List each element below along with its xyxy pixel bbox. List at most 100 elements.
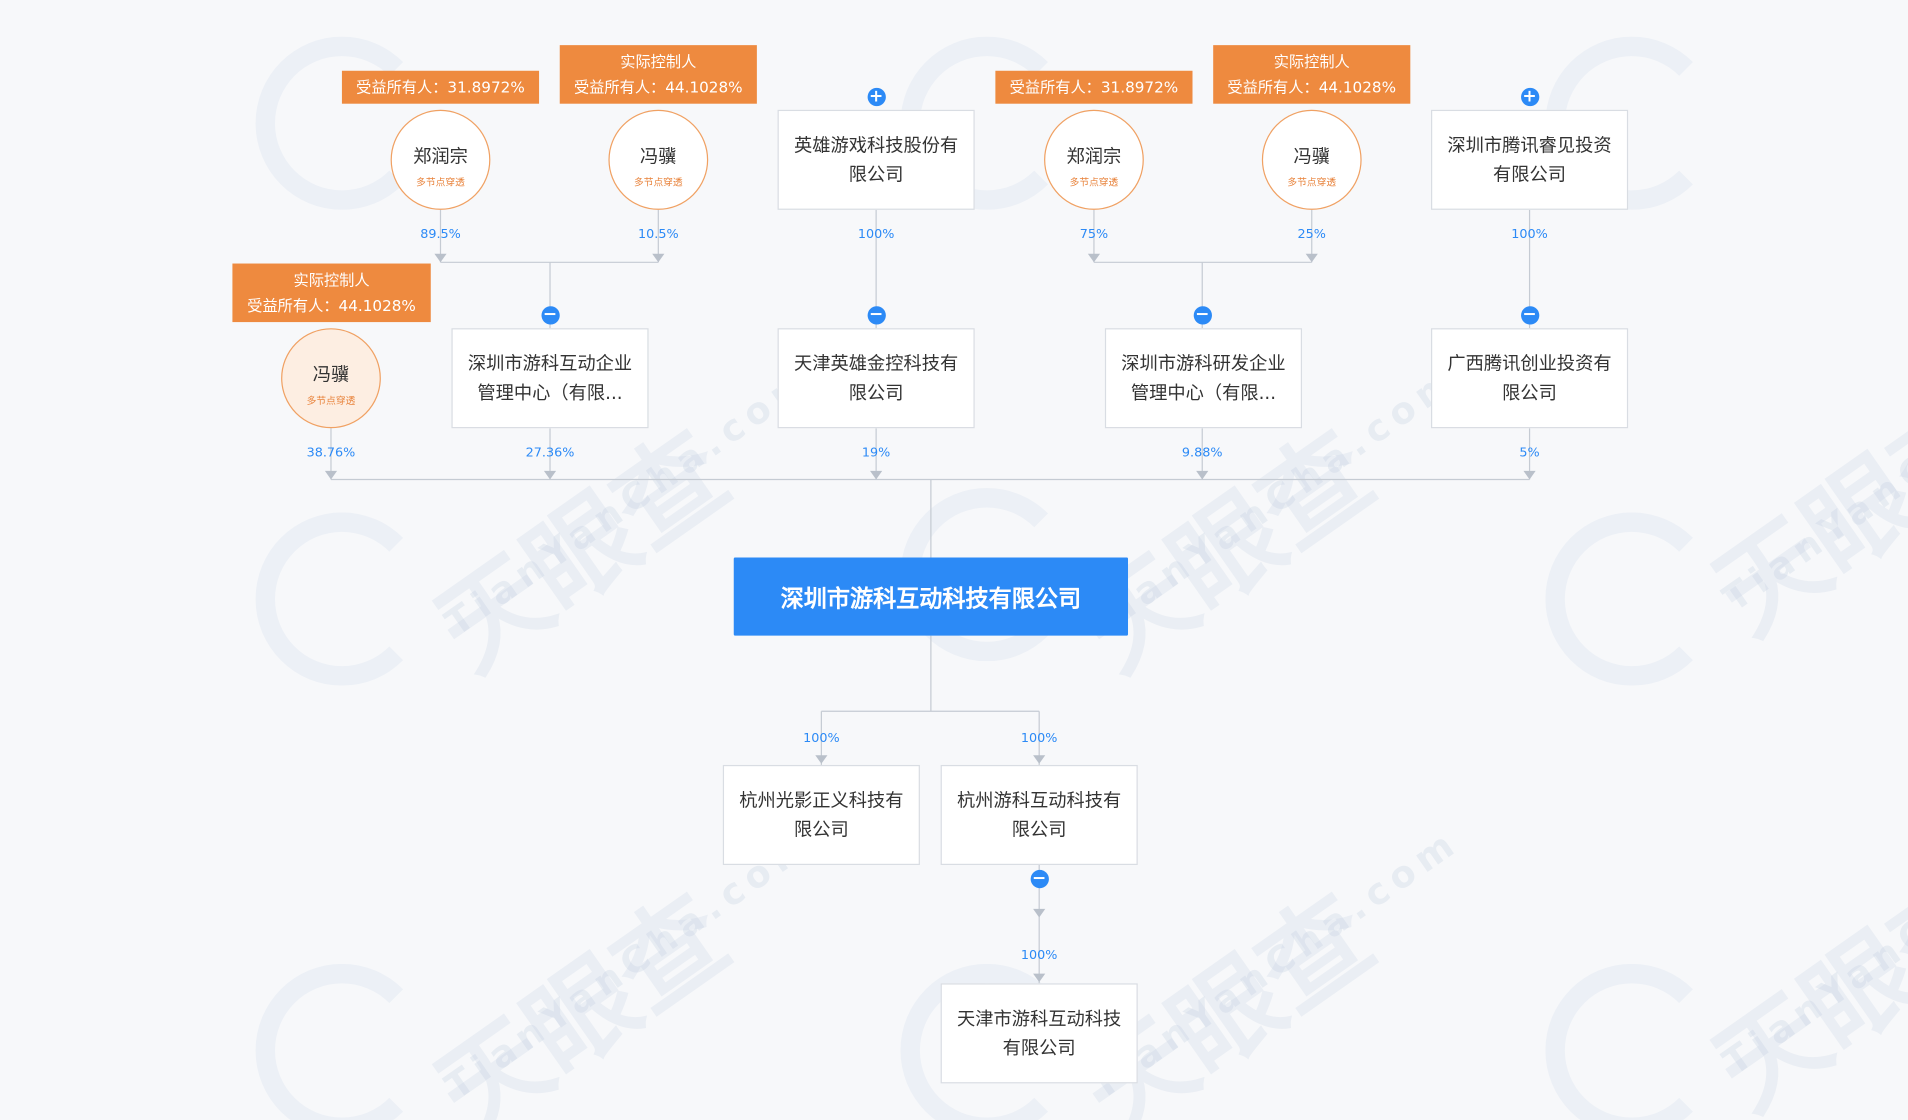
beneficial-owner-tag: 受益所有人：31.8972% xyxy=(995,70,1193,104)
collapse-button[interactable]: − xyxy=(1030,868,1049,888)
company-name-line: 管理中心（有限... xyxy=(477,381,623,404)
watermark-brand: 天眼查 xyxy=(1059,407,1395,696)
company-node[interactable]: 英雄游戏科技股份有 限公司 xyxy=(777,109,975,210)
company-name-line: 深圳市腾讯睿见投资 xyxy=(1447,134,1612,157)
share-percentage: 100% xyxy=(857,226,895,242)
collapse-button[interactable]: − xyxy=(540,304,560,324)
share-percentage: 100% xyxy=(1020,730,1058,746)
share-percentage: 100% xyxy=(1020,947,1058,963)
watermark-brand: 天眼查 xyxy=(1692,371,1908,659)
beneficial-owner-label: 受益所有人：31.8972% xyxy=(1009,78,1179,97)
share-percentage: 25% xyxy=(1297,226,1326,242)
company-name-line: 天津英雄金控科技有 xyxy=(793,352,959,375)
share-percentage: 75% xyxy=(1079,226,1109,242)
arrow-down-icon xyxy=(1033,755,1046,764)
share-percentage: 10.5% xyxy=(638,226,679,242)
company-node[interactable]: 深圳市腾讯睿见投资 有限公司 xyxy=(1431,109,1629,210)
company-name-line: 限公司 xyxy=(848,163,904,186)
arrow-down-icon xyxy=(1033,973,1046,983)
company-name-line: 天津市游科互动科技 xyxy=(957,1007,1122,1030)
multi-node-tag: 多节点穿透 xyxy=(416,176,465,188)
company-name-line: 限公司 xyxy=(1011,818,1067,841)
company-name-line: 有限公司 xyxy=(1493,163,1567,186)
arrow-down-icon xyxy=(1305,253,1318,263)
beneficial-owner-label: 受益所有人：44.1028% xyxy=(247,296,416,315)
arrow-down-icon xyxy=(324,470,338,480)
company-name-line: 限公司 xyxy=(848,381,904,404)
company-name-line: 限公司 xyxy=(1502,381,1557,404)
watermark-logo-icon xyxy=(255,963,429,1120)
watermark-logo-icon xyxy=(1545,963,1719,1120)
share-percentage: 100% xyxy=(1511,226,1548,242)
share-percentage: 89.5% xyxy=(420,226,461,242)
multi-node-tag: 多节点穿透 xyxy=(1069,176,1119,188)
company-name-line: 管理中心（有限... xyxy=(1130,381,1277,404)
watermark-logo-icon xyxy=(255,512,429,686)
company-name-line: 广西腾讯创业投资有 xyxy=(1447,352,1612,375)
share-percentage: 27.36% xyxy=(525,445,575,460)
company-node[interactable]: 天津市游科互动科技 有限公司 xyxy=(940,983,1138,1084)
company-node[interactable]: 杭州光影正义科技有 限公司 xyxy=(722,764,920,866)
share-percentage: 100% xyxy=(803,730,840,746)
person-name: 冯骥 xyxy=(312,363,350,386)
company-name-line: 杭州游科互动科技有 xyxy=(957,789,1122,812)
arrow-down-icon xyxy=(815,755,828,764)
collapse-button[interactable]: − xyxy=(1520,304,1539,324)
collapse-button[interactable]: − xyxy=(866,304,886,324)
watermark-domain: TianYanCha.com xyxy=(1715,332,1908,621)
beneficial-owner-label: 受益所有人：31.8972% xyxy=(356,78,525,97)
company-name-line: 深圳市游科互动企业 xyxy=(467,352,633,375)
company-node[interactable]: 广西腾讯创业投资有 限公司 xyxy=(1431,328,1629,429)
share-percentage: 9.88% xyxy=(1181,445,1223,460)
person-name: 郑润宗 xyxy=(413,145,468,168)
person-node[interactable]: 冯骥 多节点穿透 xyxy=(281,328,381,429)
watermark-domain: TianYanCha.com xyxy=(1715,796,1908,1085)
watermark-brand: 天眼查 xyxy=(1692,846,1908,1120)
share-percentage: 5% xyxy=(1519,445,1540,460)
company-name-line: 杭州光影正义科技有 xyxy=(739,789,904,812)
beneficial-owner-label: 受益所有人：44.1028% xyxy=(573,78,743,97)
controller-tag: 实际控制人 受益所有人：44.1028% xyxy=(559,45,757,104)
person-node[interactable]: 冯骥 多节点穿透 xyxy=(1261,109,1362,210)
watermark-domain: TianYanCha.com xyxy=(1082,820,1468,1109)
person-name: 冯骥 xyxy=(1293,145,1331,168)
controller-label: 实际控制人 xyxy=(1273,52,1350,71)
person-name: 冯骥 xyxy=(640,145,677,168)
arrow-down-icon xyxy=(1033,908,1046,918)
beneficial-owner-label: 受益所有人：44.1028% xyxy=(1227,78,1397,97)
arrow-down-icon xyxy=(1087,253,1101,263)
controller-label: 实际控制人 xyxy=(620,52,697,71)
watermark-brand: 天眼查 xyxy=(414,871,750,1120)
share-percentage: 19% xyxy=(861,445,891,460)
arrow-down-icon xyxy=(543,470,557,480)
arrow-down-icon xyxy=(1523,470,1536,480)
company-name-line: 限公司 xyxy=(793,818,849,841)
multi-node-tag: 多节点穿透 xyxy=(306,395,356,407)
collapse-button[interactable]: − xyxy=(1193,304,1212,324)
expand-button[interactable]: + xyxy=(1520,86,1539,106)
company-name-line: 深圳市游科研发企业 xyxy=(1121,352,1286,375)
person-node[interactable]: 郑润宗 多节点穿透 xyxy=(1044,109,1144,210)
company-node[interactable]: 深圳市游科互动企业 管理中心（有限... xyxy=(451,328,649,429)
share-percentage: 38.76% xyxy=(306,445,356,460)
multi-node-tag: 多节点穿透 xyxy=(1287,176,1337,188)
company-node[interactable]: 天津英雄金控科技有 限公司 xyxy=(777,328,975,429)
controller-tag: 实际控制人 受益所有人：44.1028% xyxy=(232,263,431,323)
company-node[interactable]: 杭州游科互动科技有 限公司 xyxy=(940,764,1138,866)
watermark-logo-icon xyxy=(1545,512,1719,686)
arrow-down-icon xyxy=(652,253,665,263)
person-node[interactable]: 郑润宗 多节点穿透 xyxy=(390,109,491,210)
person-name: 郑润宗 xyxy=(1066,145,1122,168)
arrow-down-icon xyxy=(1196,470,1209,480)
arrow-down-icon xyxy=(870,470,883,480)
multi-node-tag: 多节点穿透 xyxy=(633,176,683,188)
company-node[interactable]: 深圳市游科研发企业 管理中心（有限... xyxy=(1104,328,1303,429)
company-name-line: 有限公司 xyxy=(1002,1037,1076,1059)
arrow-down-icon xyxy=(434,253,447,263)
center-company-node[interactable]: 深圳市游科互动科技有限公司 xyxy=(733,557,1129,636)
controller-tag: 实际控制人 受益所有人：44.1028% xyxy=(1213,45,1411,104)
watermark-brand: 天眼查 xyxy=(414,407,750,696)
expand-button[interactable]: + xyxy=(866,86,886,106)
person-node[interactable]: 冯骥 多节点穿透 xyxy=(608,109,709,210)
